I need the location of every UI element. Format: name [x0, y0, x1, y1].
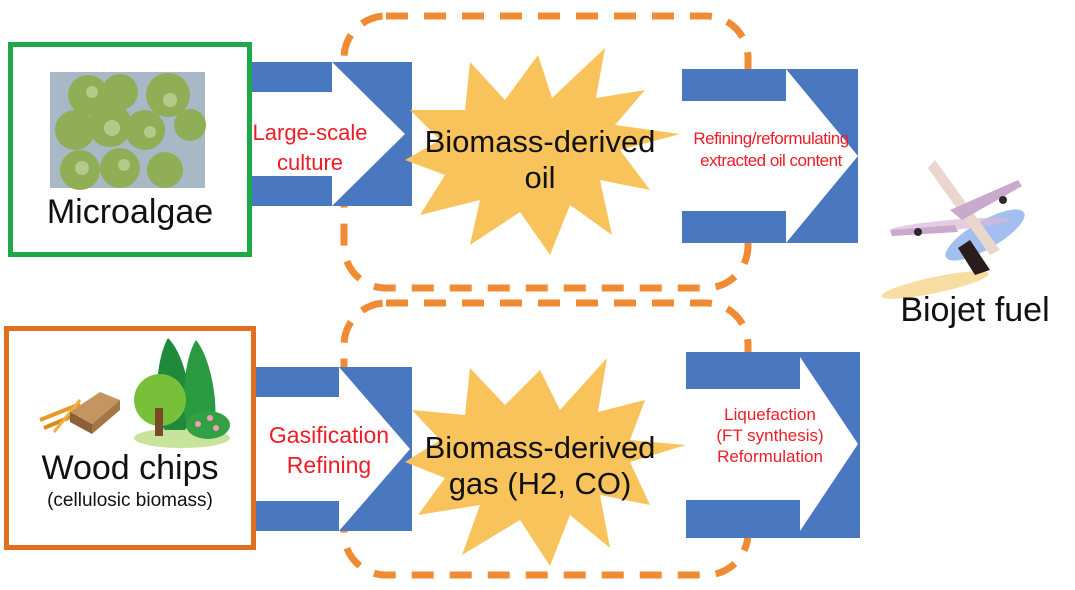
step1-label-row2: Gasification Refining [268, 422, 390, 478]
source-box-woodchips [4, 326, 256, 550]
intermediate-star-gas [405, 358, 686, 566]
step1-label-row1: Large-scale culture [252, 120, 368, 175]
intermediate-label-gas: Biomass-derived gas (H2, CO) [424, 430, 656, 501]
step2-label-row2: Liquefaction (FT synthesis) Reformulatio… [716, 405, 824, 466]
intermediate-label-oil: Biomass-derived oil [424, 124, 656, 195]
source-label-microalgae: Microalgae [46, 193, 214, 231]
intermediate-star-oil [405, 48, 680, 255]
source-box-microalgae [8, 42, 252, 257]
airplane-icon [881, 160, 1025, 299]
process-arrow-3 [256, 367, 412, 531]
output-label-biojet-fuel: Biojet fuel [900, 291, 1050, 329]
wood-and-trees-image [39, 338, 230, 448]
process-arrow-2 [682, 69, 858, 243]
process-arrow-4 [686, 352, 860, 538]
process-arrow-1 [252, 62, 412, 206]
source-label-woodchips: Wood chips [41, 449, 219, 487]
microalgae-image [50, 72, 206, 190]
step2-label-row1: Refining/reformulating extracted oil con… [693, 129, 849, 170]
source-sublabel-woodchips: (cellulosic biomass) [47, 490, 213, 511]
